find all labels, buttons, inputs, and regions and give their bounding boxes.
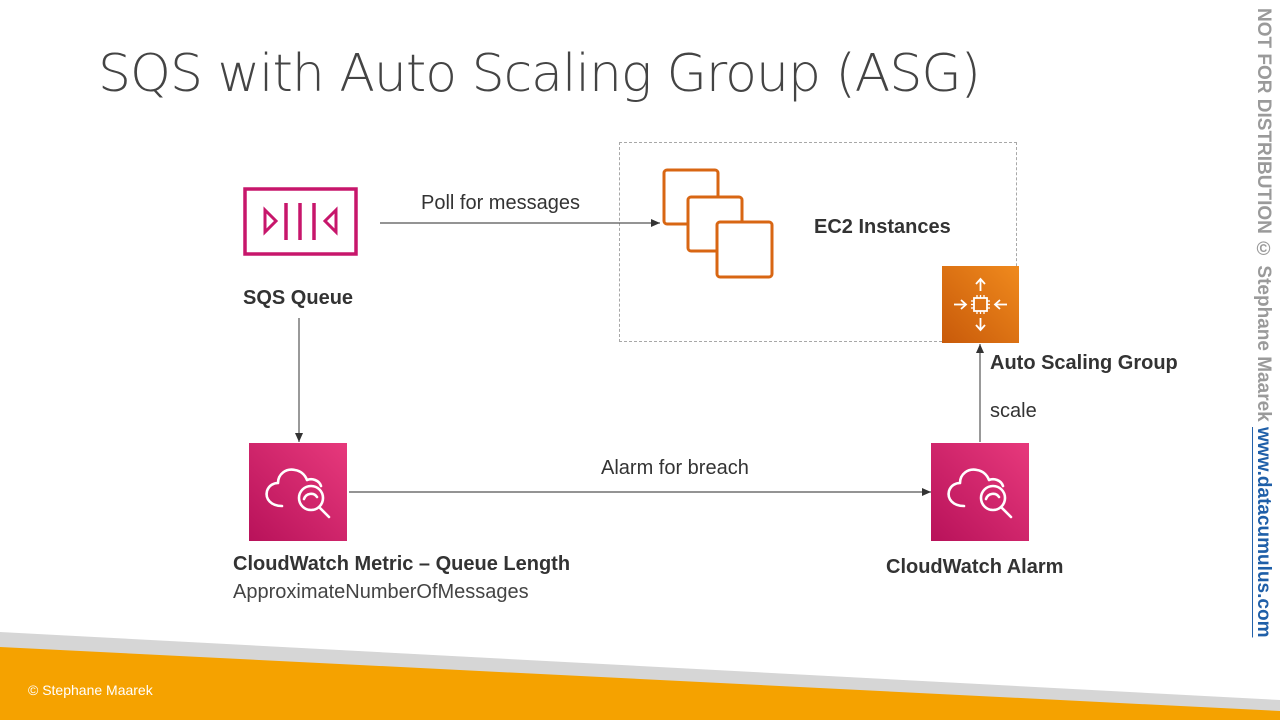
website-link[interactable]: www.datacumulus.com bbox=[1253, 427, 1274, 638]
cloudwatch-icon bbox=[947, 468, 1013, 519]
cloudwatch-icon bbox=[265, 468, 331, 519]
ec2-group-box bbox=[619, 142, 1017, 342]
cloudwatch-alarm-label: CloudWatch Alarm bbox=[886, 556, 1064, 578]
poll-label: Poll for messages bbox=[421, 192, 580, 214]
auto-scaling-icon bbox=[954, 277, 1007, 332]
cloudwatch-alarm-tile bbox=[931, 443, 1029, 541]
cloudwatch-metric-tile bbox=[249, 443, 347, 541]
breach-label: Alarm for breach bbox=[601, 457, 749, 479]
side-notice: NOT FOR DISTRIBUTION © Stephane Maarek w… bbox=[1244, 8, 1274, 708]
ec2-instances-label: EC2 Instances bbox=[814, 216, 951, 238]
footer-orange-band bbox=[0, 647, 1280, 720]
sqs-queue-label: SQS Queue bbox=[243, 287, 354, 309]
auto-scaling-group-label: Auto Scaling Group bbox=[990, 352, 1178, 374]
auto-scaling-group-tile bbox=[942, 266, 1019, 343]
cloudwatch-metric-sublabel: ApproximateNumberOfMessages bbox=[233, 581, 529, 603]
cloudwatch-metric-label: CloudWatch Metric – Queue Length bbox=[233, 553, 571, 575]
slide-title: SQS with Auto Scaling Group (ASG) bbox=[98, 44, 981, 104]
distribution-notice: NOT FOR DISTRIBUTION © Stephane Maarek bbox=[1253, 8, 1274, 422]
footer-copyright: © Stephane Maarek bbox=[28, 682, 153, 698]
scale-label: scale bbox=[990, 400, 1037, 422]
